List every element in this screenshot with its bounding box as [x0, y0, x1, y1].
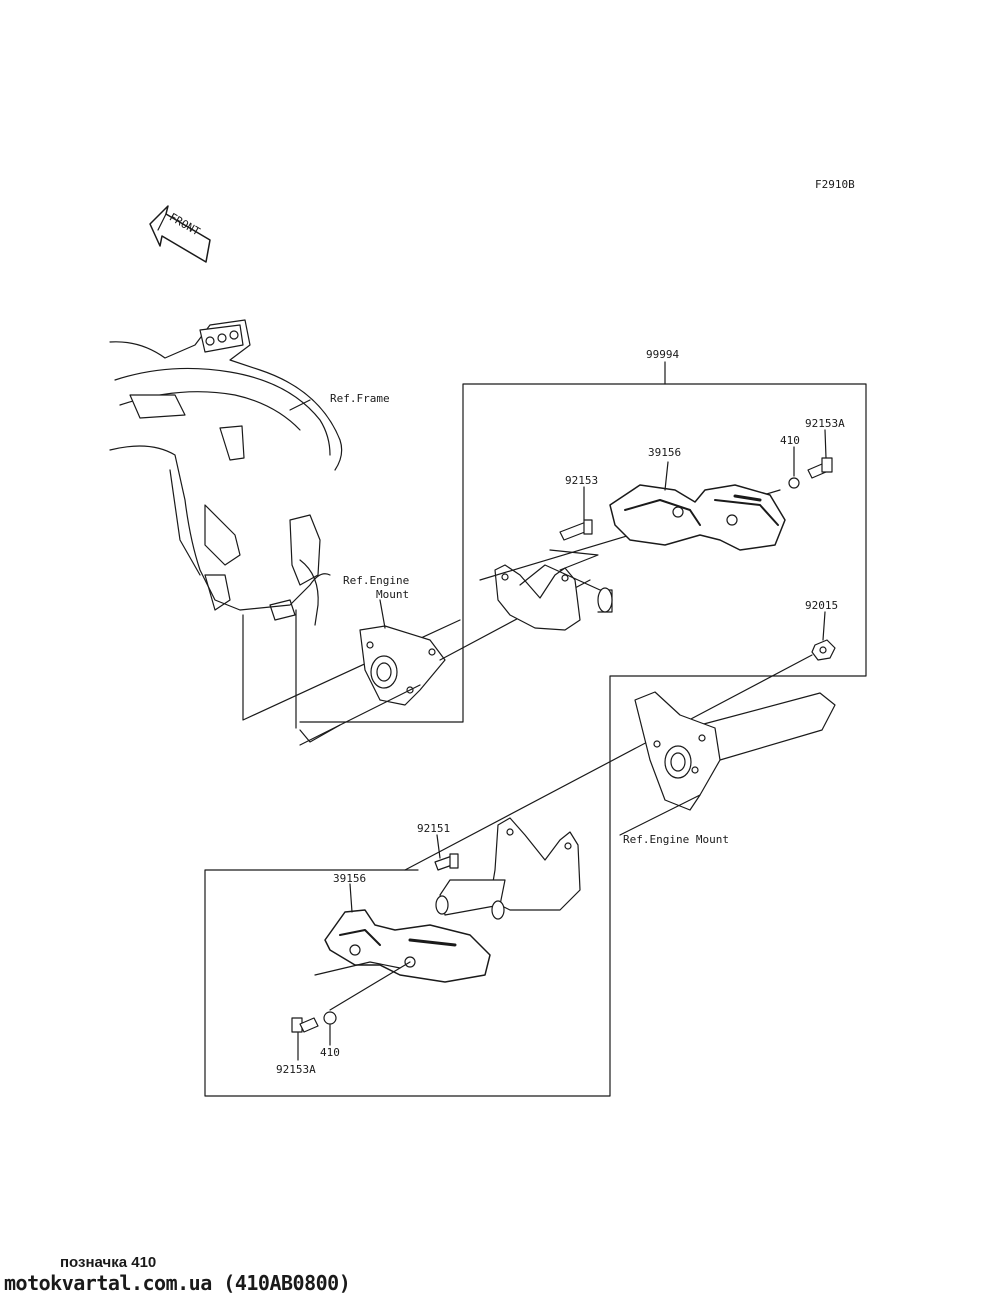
nut-92015-icon — [811, 639, 836, 661]
label-ref-engine-mount-bottom: Ref.Engine Mount — [623, 833, 729, 846]
label-410-bottom: 410 — [320, 1046, 340, 1059]
kit-bracket-right — [204, 383, 867, 1097]
leader-line — [379, 599, 386, 629]
label-92153A-top: 92153A — [805, 417, 845, 430]
frame-slider-bottom — [314, 909, 491, 983]
washer-410-bottom-icon — [323, 1011, 337, 1025]
bolt-92153-icon — [559, 519, 593, 541]
axis-line — [549, 549, 599, 571]
footer-source: motokvartal.com.ua (410AB0800) — [4, 1271, 351, 1295]
leader-line — [619, 794, 701, 836]
leader-line — [824, 429, 827, 459]
bolt-92153A-bottom-icon — [291, 1017, 319, 1033]
label-ref-mount-top: Mount — [376, 588, 409, 601]
label-92015: 92015 — [805, 599, 838, 612]
leader-line — [822, 611, 826, 641]
label-39156-top: 39156 — [648, 446, 681, 459]
bolt-92153A-top-icon — [807, 457, 833, 479]
bolt-92151-icon — [434, 853, 459, 871]
label-92153: 92153 — [565, 474, 598, 487]
kit-bracket-top — [299, 361, 666, 723]
label-39156-bottom: 39156 — [333, 872, 366, 885]
label-ref-frame: Ref.Frame — [330, 392, 390, 405]
engine-mount-top — [299, 579, 591, 746]
leader-line — [289, 399, 311, 411]
axis-line — [329, 961, 411, 1011]
axis-line — [404, 654, 813, 871]
diagram-code: F2910B — [815, 178, 855, 191]
label-99994: 99994 — [646, 348, 679, 361]
engine-mount-bottom — [634, 691, 721, 811]
slider-bracket-top — [494, 564, 613, 631]
label-92151: 92151 — [417, 822, 450, 835]
front-arrow-icon — [149, 205, 211, 263]
frame-drawing — [109, 319, 343, 626]
washer-410-top-icon — [788, 477, 800, 489]
frame-slider-top — [609, 484, 786, 551]
label-ref-engine-top: Ref.Engine — [343, 574, 409, 587]
leader-line — [664, 461, 669, 491]
label-92153A-bottom: 92153A — [276, 1063, 316, 1076]
leader-line — [436, 834, 441, 859]
footer-note: позначка 410 — [60, 1254, 157, 1271]
slider-bracket-bottom — [435, 817, 581, 920]
label-410-top: 410 — [780, 434, 800, 447]
leader-line — [349, 883, 353, 913]
